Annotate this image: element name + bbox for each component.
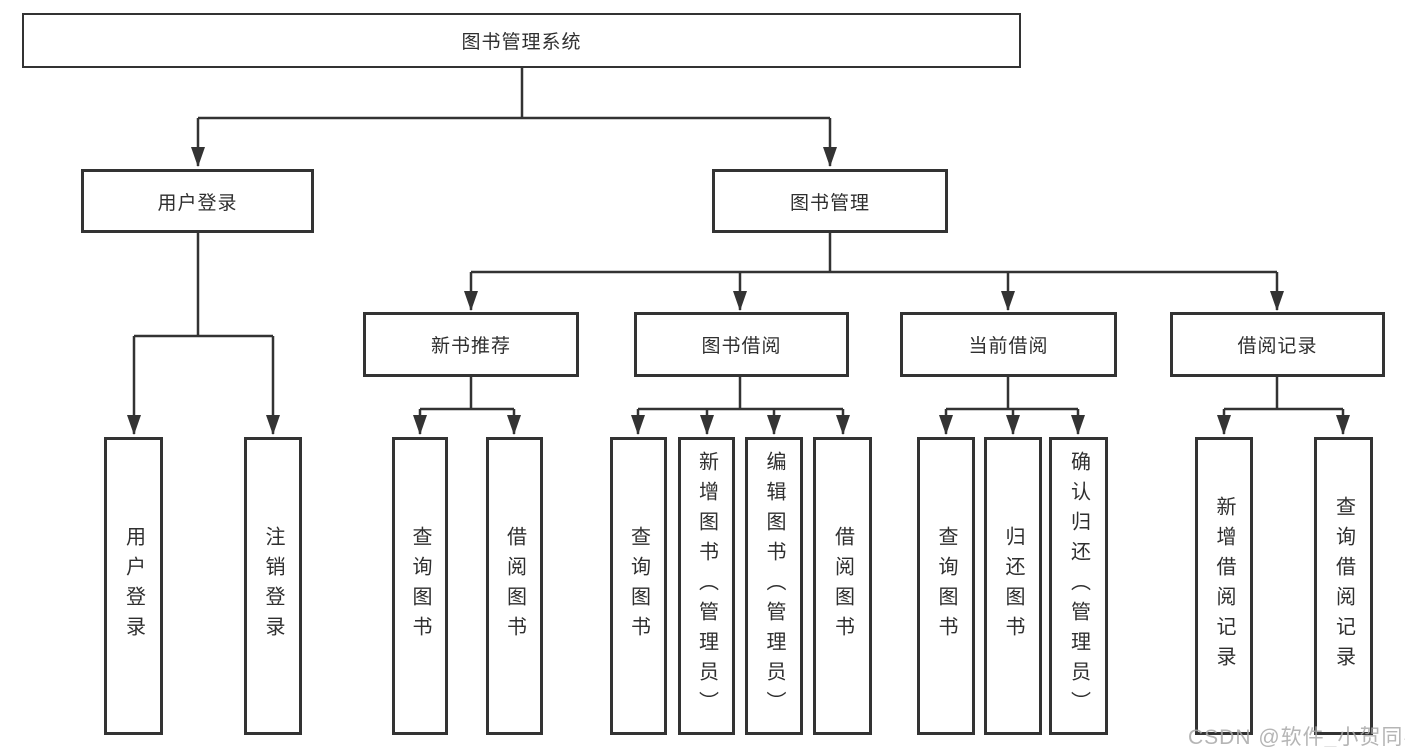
- leaf-logout: 注销登录: [244, 437, 302, 735]
- leaf-label: 归还图书: [1002, 526, 1024, 646]
- leaf-label: 新增借阅记录: [1213, 496, 1235, 676]
- leaf-borrow-books-2: 借阅图书: [813, 437, 872, 735]
- node-new-book-recommend: 新书推荐: [363, 312, 579, 377]
- leaf-add-borrow-record: 新增借阅记录: [1195, 437, 1253, 735]
- node-library-management-system: 图书管理系统: [22, 13, 1021, 68]
- leaf-query-borrow-record: 查询借阅记录: [1314, 437, 1373, 735]
- leaf-user-login: 用户登录: [104, 437, 163, 735]
- leaf-label: 查询图书: [935, 526, 957, 646]
- leaf-query-books-1: 查询图书: [392, 437, 448, 735]
- leaf-add-book-admin: 新增图书（管理员）: [678, 437, 735, 735]
- leaf-query-books-2: 查询图书: [610, 437, 667, 735]
- leaf-label: 查询图书: [409, 526, 431, 646]
- leaf-confirm-return-admin: 确认归还（管理员）: [1049, 437, 1108, 735]
- node-book-management: 图书管理: [712, 169, 948, 233]
- node-current-borrow: 当前借阅: [900, 312, 1117, 377]
- node-borrow-records: 借阅记录: [1170, 312, 1385, 377]
- leaf-label: 用户登录: [122, 526, 145, 646]
- leaf-return-book: 归还图书: [984, 437, 1042, 735]
- leaf-label: 编辑图书（管理员）: [763, 451, 785, 721]
- node-book-borrow: 图书借阅: [634, 312, 849, 377]
- node-user-login: 用户登录: [81, 169, 314, 233]
- leaf-label: 查询借阅记录: [1332, 496, 1355, 676]
- leaf-label: 借阅图书: [831, 526, 854, 646]
- csdn-watermark: CSDN @软件_小贺同学: [1188, 726, 1405, 747]
- leaf-query-books-3: 查询图书: [917, 437, 975, 735]
- leaf-label: 查询图书: [627, 526, 650, 646]
- leaf-borrow-books-1: 借阅图书: [486, 437, 543, 735]
- leaf-label: 借阅图书: [503, 526, 526, 646]
- leaf-label: 确认归还（管理员）: [1067, 451, 1090, 721]
- leaf-edit-book-admin: 编辑图书（管理员）: [745, 437, 803, 735]
- leaf-label: 注销登录: [262, 526, 284, 646]
- leaf-label: 新增图书（管理员）: [695, 451, 718, 721]
